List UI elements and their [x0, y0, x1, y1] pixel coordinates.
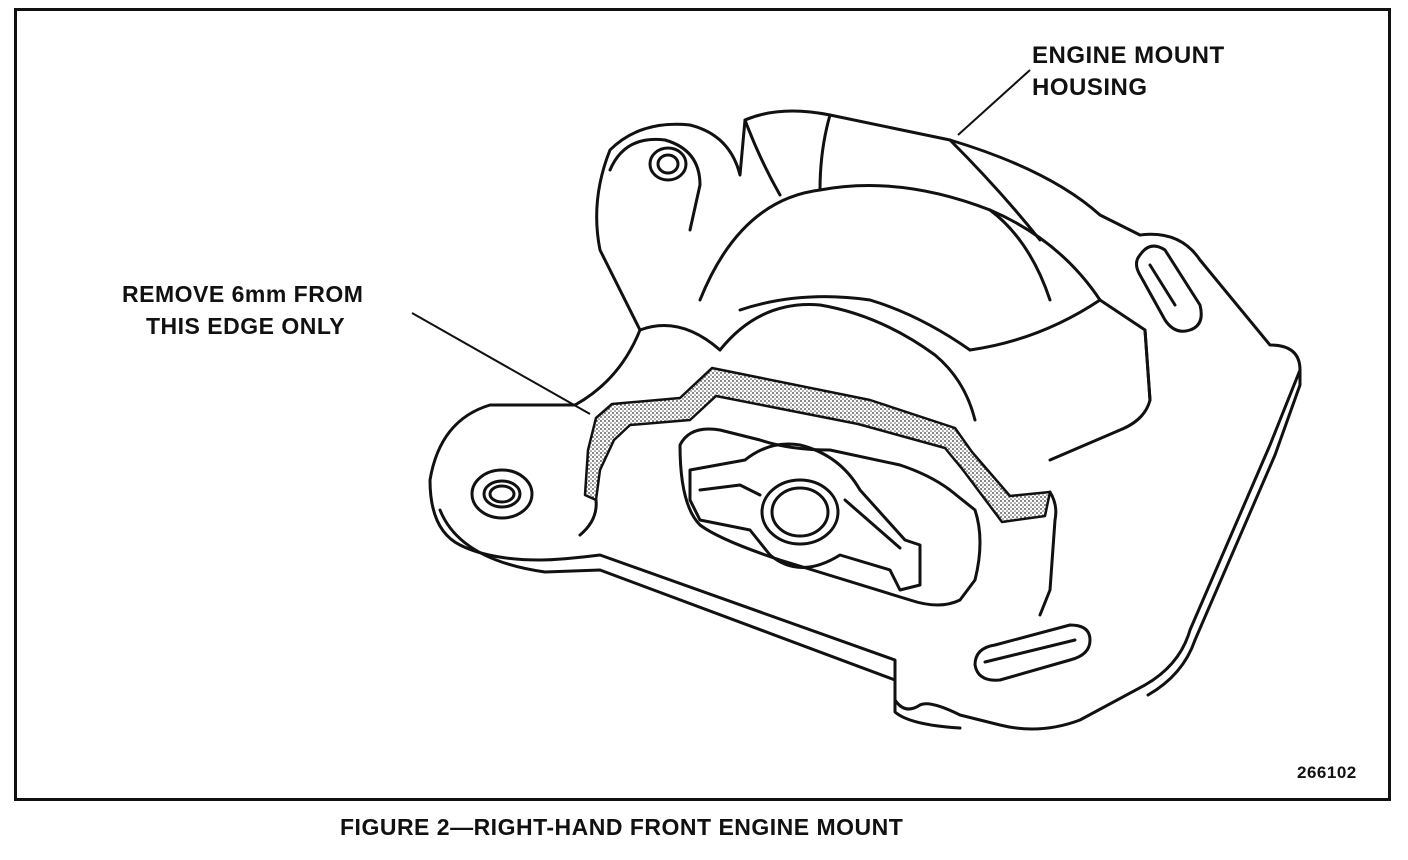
housing-dome — [698, 184, 1152, 402]
housing-callout-line2: HOUSING — [1032, 74, 1148, 101]
figure-frame — [14, 8, 1391, 801]
base-plate — [428, 109, 1302, 731]
housing-callout: ENGINE MOUNT HOUSING — [1032, 40, 1225, 104]
figure-caption: FIGURE 2—RIGHT-HAND FRONT ENGINE MOUNT — [340, 814, 904, 840]
cut-section-stipple — [583, 366, 1052, 524]
remove-edge-callout-line2: THIS EDGE ONLY — [146, 313, 346, 339]
housing-leader — [957, 69, 1031, 136]
remove-edge-callout: REMOVE 6mm FROM THIS EDGE ONLY — [122, 278, 363, 342]
housing-window — [678, 427, 982, 607]
remove-edge-leader — [411, 312, 591, 415]
figure-id: 266102 — [1297, 763, 1357, 782]
remove-edge-callout-line1: REMOVE 6mm FROM — [122, 281, 364, 307]
isolator — [688, 442, 922, 592]
housing-callout-line1: ENGINE MOUNT — [1032, 42, 1225, 69]
